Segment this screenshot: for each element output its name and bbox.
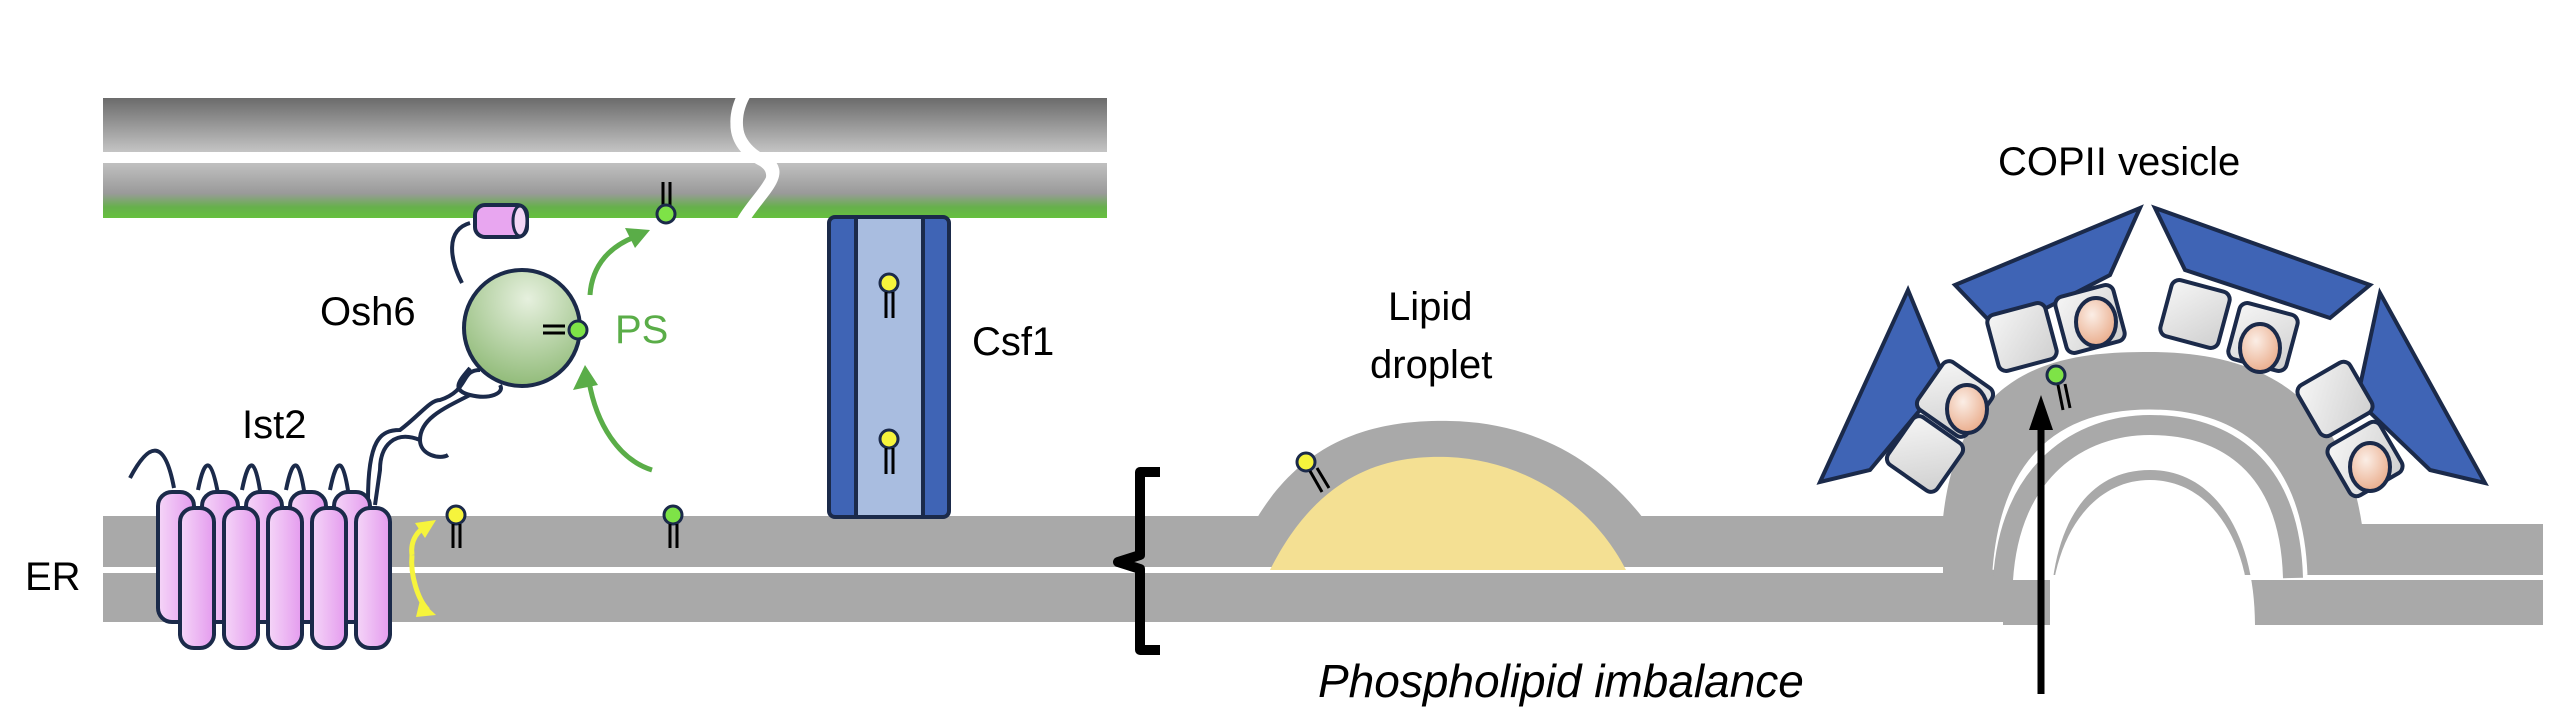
yellow-lipid-er — [445, 504, 467, 548]
ps-label: PS — [615, 308, 668, 352]
osh6-label: Osh6 — [320, 290, 416, 334]
copii-bud — [1943, 352, 2362, 625]
ist2-protein — [128, 368, 481, 650]
yellow-lipid-csf1-bottom — [878, 428, 900, 474]
ps-lipid-osh6 — [543, 319, 589, 341]
osh6-protein — [373, 203, 582, 506]
yellow-lipid-csf1-top — [878, 272, 900, 318]
phospholipid-imbalance-label: Phospholipid imbalance — [1318, 655, 1804, 707]
ps-transfer-arrows — [573, 228, 653, 473]
copii-inner-coat — [1884, 278, 2405, 499]
flip-flop-arrow — [409, 520, 436, 617]
lipid-droplet-label-line2: droplet — [1370, 343, 1492, 387]
lipid-droplet-label-line1: Lipid — [1388, 285, 1473, 329]
yellow-lipid-droplet — [1295, 451, 1331, 493]
er-label: ER — [25, 555, 81, 599]
ps-lipid-pm — [655, 182, 677, 225]
sec31-right-top — [2151, 204, 2374, 321]
imbalance-arrow — [2029, 395, 2053, 694]
lipid-droplet — [1257, 420, 1643, 570]
copii-coat — [1816, 204, 2489, 486]
copii-vesicle-label: COPII vesicle — [1998, 140, 2240, 184]
sec31-right-outer — [2354, 287, 2489, 486]
sec31-left-top — [1951, 204, 2144, 335]
ps-lipid-copii — [2045, 364, 2072, 411]
curly-bracket — [1113, 467, 1160, 655]
csf1-protein — [827, 215, 951, 519]
plasma-membrane — [103, 91, 1107, 226]
csf1-label: Csf1 — [972, 320, 1054, 364]
lipids — [445, 182, 2072, 548]
ist2-label: Ist2 — [242, 403, 306, 447]
ps-lipid-er — [662, 504, 684, 548]
